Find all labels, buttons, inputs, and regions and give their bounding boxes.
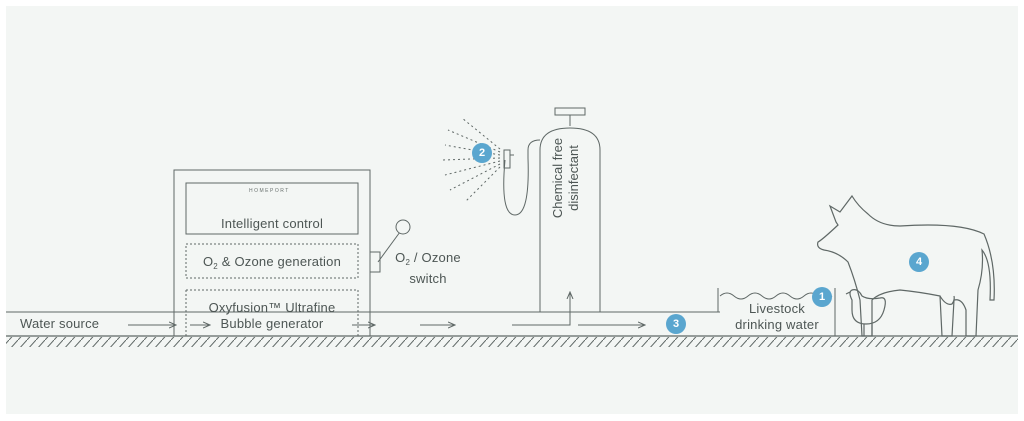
intelligent-control-label: Intelligent control xyxy=(220,216,324,231)
cow-outline xyxy=(817,194,995,337)
badge-4: 4 xyxy=(909,252,929,272)
generator-cabinet xyxy=(173,169,411,336)
water-pipe xyxy=(6,292,720,325)
spray-rays xyxy=(442,117,501,203)
ground xyxy=(6,335,1018,347)
badge-3: 3 xyxy=(666,314,686,334)
ozone-generation-label: O2 & Ozone generation xyxy=(202,254,342,271)
chicken-outline xyxy=(845,289,886,336)
disinfectant-tank xyxy=(503,107,601,312)
water-source-label: Water source xyxy=(20,316,100,331)
badge-1: 1 xyxy=(812,287,832,307)
brand-logo-text: HOMEPORT xyxy=(249,188,290,194)
badge-2: 2 xyxy=(472,143,492,163)
